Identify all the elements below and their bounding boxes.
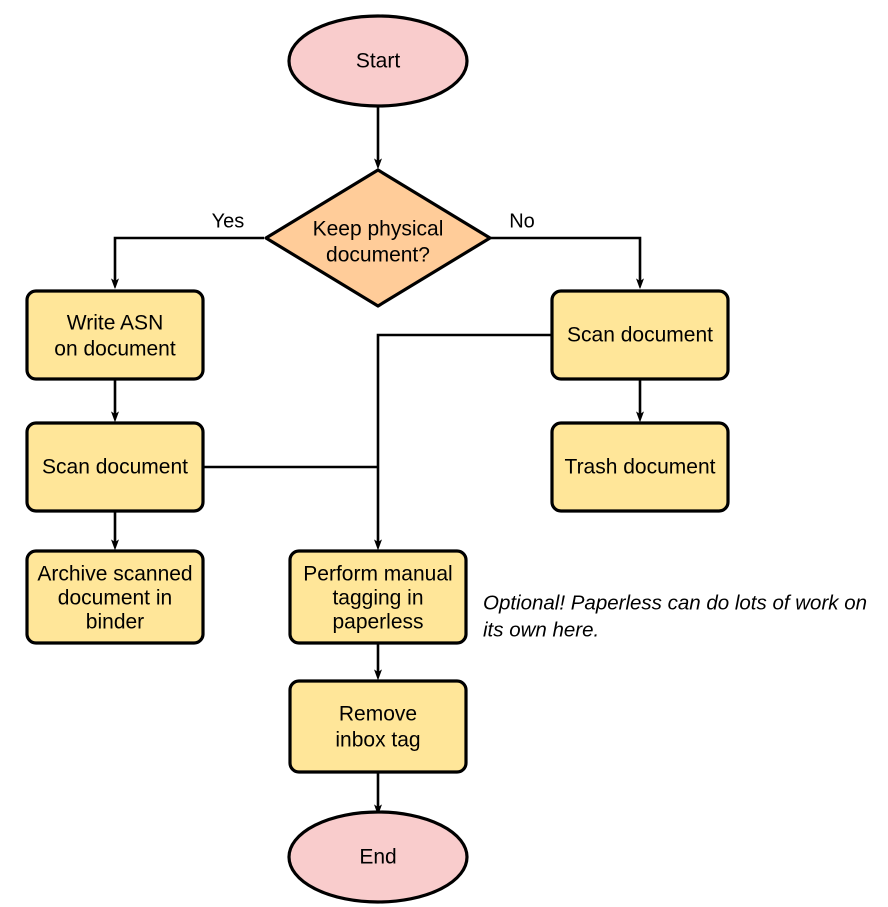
write-asn-box bbox=[25, 289, 205, 381]
node-scan-document-right[interactable]: Scan document bbox=[550, 289, 730, 381]
trash-document-box bbox=[550, 421, 730, 513]
node-start[interactable]: Start bbox=[287, 14, 469, 108]
tagging-box bbox=[288, 549, 468, 645]
archive-label-line2: document in bbox=[58, 587, 172, 610]
edge-label-no: No bbox=[509, 210, 535, 232]
archive-label-line3: binder bbox=[86, 611, 144, 634]
node-trash-document[interactable]: Trash document bbox=[550, 421, 730, 513]
node-scan-document-left[interactable]: Scan document bbox=[25, 421, 205, 513]
node-write-asn-on-document[interactable]: Write ASN on document bbox=[25, 289, 205, 381]
node-decision-keep-physical-document[interactable]: Keep physical document? bbox=[264, 168, 492, 308]
tagging-label-line3: paperless bbox=[332, 611, 423, 634]
decision-label-line1: Keep physical bbox=[313, 218, 444, 241]
archive-label-line1: Archive scanned bbox=[37, 563, 192, 586]
node-end[interactable]: End bbox=[287, 810, 469, 904]
trash-document-label: Trash document bbox=[565, 456, 716, 479]
scan-document-left-box bbox=[25, 421, 205, 513]
decision-label-line2: document? bbox=[326, 244, 430, 267]
remove-inbox-box bbox=[288, 679, 468, 774]
remove-inbox-label-line2: inbox tag bbox=[335, 729, 420, 752]
edge-decision-yes-to-write-asn bbox=[115, 236, 264, 284]
remove-inbox-label-line1: Remove bbox=[339, 703, 417, 726]
scan-document-right-box bbox=[550, 289, 730, 381]
note-line1: Optional! Paperless can do lots of work … bbox=[483, 591, 867, 614]
note-line2: its own here. bbox=[483, 618, 599, 641]
start-label: Start bbox=[356, 50, 401, 73]
note-optional-paperless: Optional! Paperless can do lots of work … bbox=[483, 591, 867, 641]
scan-document-left-label: Scan document bbox=[42, 456, 188, 479]
tagging-label-line2: tagging in bbox=[332, 587, 423, 610]
edge-decision-no-to-scan-right bbox=[491, 236, 640, 284]
write-asn-label-line1: Write ASN bbox=[67, 312, 163, 335]
scan-document-right-label: Scan document bbox=[567, 324, 713, 347]
archive-box bbox=[25, 549, 205, 645]
end-label: End bbox=[359, 846, 396, 869]
decision-diamond bbox=[264, 168, 492, 308]
edge-label-yes: Yes bbox=[212, 210, 245, 232]
end-ellipse bbox=[287, 810, 469, 904]
edge-scan-right-to-tagging bbox=[378, 333, 552, 545]
node-archive-scanned-document[interactable]: Archive scanned document in binder bbox=[25, 549, 205, 645]
node-perform-manual-tagging[interactable]: Perform manual tagging in paperless bbox=[288, 549, 468, 645]
node-remove-inbox-tag[interactable]: Remove inbox tag bbox=[288, 679, 468, 774]
write-asn-label-line2: on document bbox=[54, 338, 176, 361]
tagging-label-line1: Perform manual bbox=[303, 563, 452, 586]
start-ellipse bbox=[287, 14, 469, 108]
